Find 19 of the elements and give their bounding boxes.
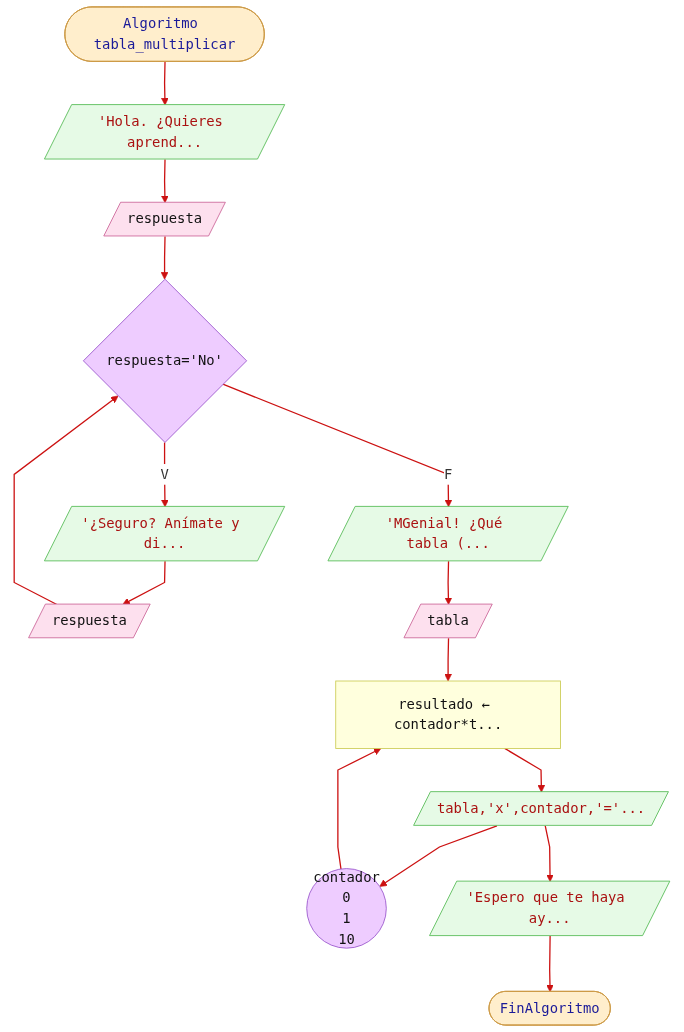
node-circle: contador 0 1 10 (306, 868, 387, 949)
arrow (122, 560, 166, 605)
arrow (222, 383, 453, 508)
edge-label: F (443, 465, 453, 483)
arrow (160, 235, 169, 280)
edge-label: V (160, 465, 169, 483)
arrow (444, 637, 452, 682)
arrow (444, 560, 453, 605)
node-diamond: respuesta='No' (82, 278, 248, 443)
arrow (161, 61, 169, 106)
arrow (337, 748, 382, 870)
arrow (379, 825, 498, 887)
arrow (546, 935, 554, 993)
arrow (13, 395, 119, 606)
arrow (504, 747, 546, 793)
arrow (161, 158, 169, 204)
node-box: resultado ← contador*t... (335, 680, 561, 749)
arrow (544, 825, 554, 882)
arrow (161, 441, 169, 508)
